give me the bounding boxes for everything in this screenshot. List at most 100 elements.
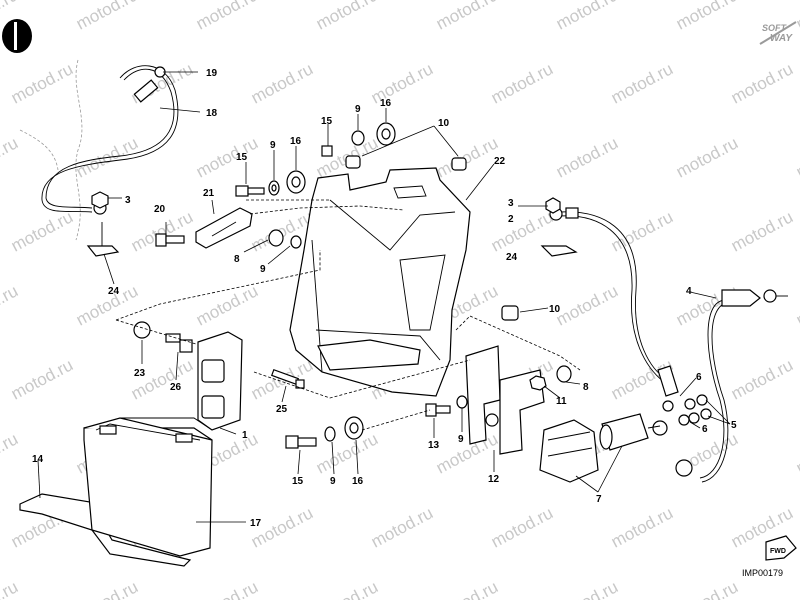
relay-bracket-12: [465, 345, 545, 455]
screw-25: [270, 368, 305, 389]
watermark-text: motod.ru: [553, 281, 621, 329]
watermark-text: motod.ru: [368, 59, 436, 107]
watermark-text: motod.ru: [728, 59, 796, 107]
callout-24-right: 24: [506, 252, 518, 263]
callout-12: 12: [488, 474, 500, 485]
watermark-text: motod.ru: [728, 207, 796, 255]
watermark-text: motod.ru: [368, 503, 436, 551]
watermark-text: motod.ru: [793, 0, 800, 34]
callout-15-top: 15: [321, 116, 333, 127]
watermark-text: motod.ru: [193, 577, 261, 600]
watermark-text: motod.ru: [608, 207, 676, 255]
callout-8-right: 8: [583, 382, 589, 393]
watermark-text: motod.ru: [673, 577, 741, 600]
brand-mark: SOFT WAY: [759, 21, 797, 45]
watermark-text: motod.ru: [0, 133, 21, 181]
watermark-text: motod.ru: [433, 0, 501, 34]
brand-line2: WAY: [770, 33, 793, 44]
watermark-text: motod.ru: [0, 429, 21, 477]
watermark-text: motod.ru: [488, 503, 556, 551]
watermark-text: motod.ru: [193, 281, 261, 329]
watermark-text: motod.ru: [673, 0, 741, 34]
watermark-text: motod.ru: [73, 0, 141, 34]
callout-9-left: 9: [260, 264, 266, 275]
watermark-text: motod.ru: [793, 577, 800, 600]
bracket-21: [195, 207, 253, 249]
nut-11: [529, 375, 547, 391]
screw-20: [155, 233, 185, 247]
watermark-text: motod.ru: [193, 0, 261, 34]
spacer-10-top: [345, 155, 467, 171]
callout-22: 22: [494, 156, 506, 167]
fwd-label: FWD: [770, 548, 786, 555]
callout-10-right: 10: [549, 304, 561, 315]
watermark-text: motod.ru: [248, 59, 316, 107]
watermark-text: motod.ru: [488, 59, 556, 107]
callout-21: 21: [203, 188, 215, 199]
callout-1: 1: [242, 430, 248, 441]
watermark-text: motod.ru: [0, 577, 21, 600]
cable-clip-24-left: [86, 222, 120, 257]
watermark-text: motod.ru: [793, 133, 800, 181]
callout-2: 2: [508, 214, 514, 225]
leader-lines: [37, 71, 731, 523]
callout-23: 23: [134, 368, 146, 379]
callout-9-right: 9: [458, 434, 464, 445]
image-code: IMP00179: [742, 568, 783, 578]
battery-positive-cable: [549, 207, 669, 383]
callout-16-lower: 16: [352, 476, 364, 487]
watermark-text: motod.ru: [553, 0, 621, 34]
watermark-text: motod.ru: [673, 133, 741, 181]
callout-7: 7: [596, 494, 602, 505]
wire-4: [675, 289, 788, 483]
watermark-text: motod.ru: [433, 577, 501, 600]
watermark-text: motod.ru: [128, 355, 196, 403]
watermark-text: motod.ru: [728, 355, 796, 403]
callout-19: 19: [206, 68, 218, 79]
bushing-16-upper-left: [286, 170, 306, 194]
screw-15-lower: [285, 435, 317, 449]
watermark-text: motod.ru: [8, 207, 76, 255]
watermark-text: motod.ru: [8, 59, 76, 107]
callout-20: 20: [154, 204, 166, 215]
bushing-16-top: [376, 122, 396, 146]
watermark-text: motod.ru: [793, 281, 800, 329]
callout-13: 13: [428, 440, 440, 451]
screw-15-top: [321, 145, 333, 157]
callout-6-lower: 6: [702, 424, 708, 435]
forward-direction-arrow: FWD: [765, 535, 797, 561]
main-support-bracket-22: [289, 167, 471, 397]
bushing-16-lower: [344, 416, 364, 440]
screw-13: [425, 403, 451, 417]
starter-relay-7: [539, 419, 599, 483]
callout-11: 11: [556, 396, 567, 407]
callout-3-right: 3: [508, 198, 514, 209]
watermark-text: motod.ru: [608, 59, 676, 107]
callout-9-top: 9: [355, 104, 361, 115]
watermark-text: motod.ru: [433, 429, 501, 477]
watermark-text: motod.ru: [553, 577, 621, 600]
callout-9-lower: 9: [330, 476, 336, 487]
watermark-text: motod.ru: [433, 133, 501, 181]
callout-14: 14: [32, 454, 44, 465]
washer-9-top: [351, 130, 365, 146]
battery-ground-cable: [41, 65, 179, 215]
battery-17: [83, 417, 213, 557]
ignition-control-unit-1: [197, 331, 243, 431]
frame-outline-sketch: [75, 59, 83, 241]
watermark-text: motod.ru: [313, 577, 381, 600]
cable-clip-24-right: [540, 245, 578, 257]
callout-labels: 19 18 3 24 20 21 15 9 16 8 9 15 9 16 10 …: [32, 68, 737, 529]
washer-9-right: [456, 395, 468, 409]
brand-line1: SOFT: [762, 23, 788, 33]
callout-8-left: 8: [234, 254, 240, 265]
washer-9-upper-left: [268, 180, 280, 196]
callout-5: 5: [731, 420, 737, 431]
spacer-10-right: [501, 305, 519, 321]
callout-10-top: 10: [438, 118, 450, 129]
callout-24-left: 24: [108, 286, 120, 297]
watermark-text: motod.ru: [8, 355, 76, 403]
callout-6-upper: 6: [696, 372, 702, 383]
callout-26: 26: [170, 382, 182, 393]
callout-9-upper-left: 9: [270, 140, 276, 151]
